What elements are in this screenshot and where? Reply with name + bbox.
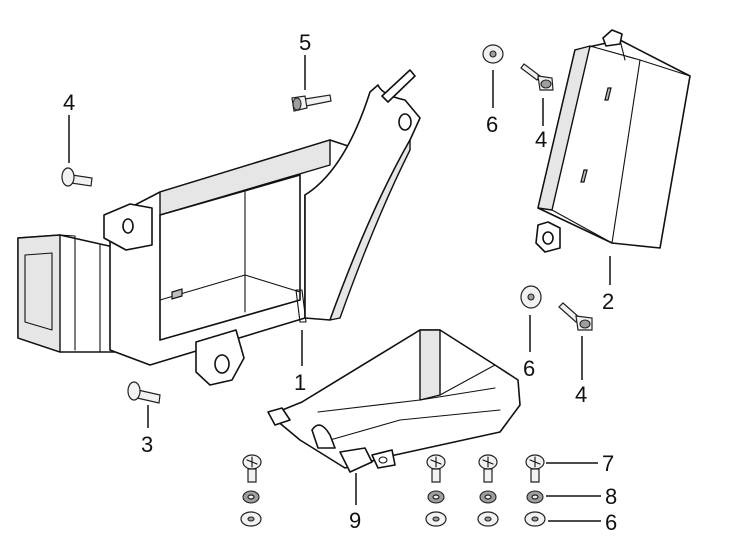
washer-6-mid [520,285,542,309]
screw-7-col1 [242,454,262,483]
washer-6-row [240,511,546,527]
callout-5: 5 [299,30,311,55]
screw-7-col2 [426,454,446,483]
callout-9: 9 [349,508,361,533]
bolt-5 [291,94,332,112]
bolt-4-left [61,167,93,187]
callout-4-mid-right: 4 [575,382,587,407]
callout-4-top-right: 4 [535,127,547,152]
part-2-cover-box [535,29,691,253]
screw-7-col3 [478,454,498,483]
leader-lines [68,55,611,522]
callout-2: 2 [602,289,614,314]
lockwasher-8-row [242,490,544,504]
callout-6-mid: 6 [523,356,535,381]
callout-4-left: 4 [63,90,75,115]
callout-8: 8 [605,484,617,509]
callout-labels: 5 4 6 4 2 6 4 1 3 9 7 8 6 [63,30,617,535]
callout-7: 7 [602,451,614,476]
screw-7-col4 [525,454,545,483]
callout-6-bottom: 6 [605,510,617,535]
bolt-4-mid-right [558,302,593,331]
bolt-3 [127,381,161,404]
bolt-4-top-right [520,63,554,91]
washer-6-top [482,44,504,64]
callout-3: 3 [141,432,153,457]
part-1-bracket [17,69,421,386]
part-9-lower-tray [267,329,521,473]
callout-6-top: 6 [486,112,498,137]
callout-1: 1 [294,370,306,395]
